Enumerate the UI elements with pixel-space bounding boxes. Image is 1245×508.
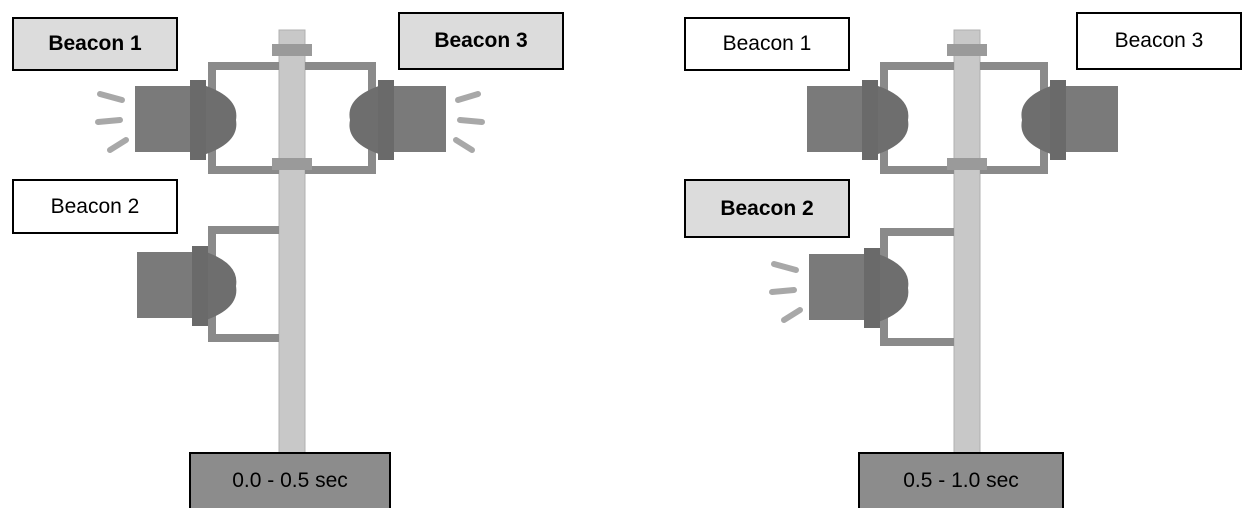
time-interval-label: 0.0 - 0.5 sec — [189, 452, 391, 508]
beacon-3-head — [349, 80, 446, 160]
beacon-3-label: Beacon 3 — [1076, 12, 1242, 70]
pole — [278, 29, 306, 456]
pole — [953, 29, 981, 456]
beacon-1-head — [135, 80, 237, 160]
time-interval-label: 0.5 - 1.0 sec — [858, 452, 1064, 508]
beacon-3-head — [1021, 80, 1118, 160]
panel-left: Beacon 1 Beacon 3 Beacon 2 0.0 - 0.5 sec — [0, 0, 600, 508]
beacon-3-label: Beacon 3 — [398, 12, 564, 70]
flash-rays-beacon-1 — [95, 91, 129, 153]
beacon-1-label: Beacon 1 — [12, 17, 178, 71]
beacon-1-head — [807, 80, 909, 160]
beacon-2-label: Beacon 2 — [12, 179, 178, 234]
signal-assembly-right — [769, 29, 1118, 456]
panel-right: Beacon 1 Beacon 3 Beacon 2 0.5 - 1.0 sec — [672, 0, 1245, 508]
beacon-2-head — [137, 246, 237, 326]
beacon-1-label: Beacon 1 — [684, 17, 850, 71]
signal-assembly-left — [95, 29, 485, 456]
flash-rays-beacon-3 — [453, 91, 485, 153]
beacon-2-label: Beacon 2 — [684, 179, 850, 238]
flash-rays-beacon-2 — [769, 261, 803, 323]
beacon-2-head — [809, 248, 909, 328]
